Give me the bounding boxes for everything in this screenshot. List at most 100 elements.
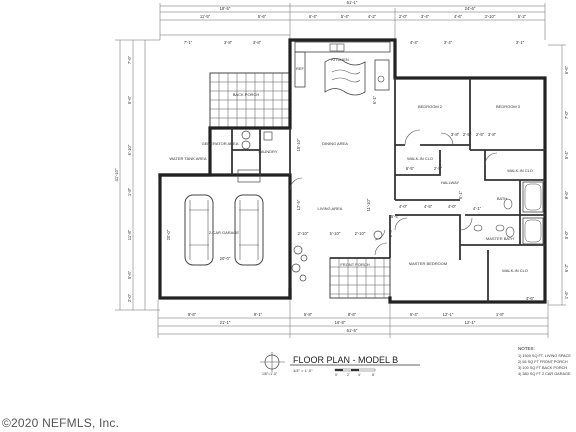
garage-cars xyxy=(184,194,264,266)
scale-label-3: 8' xyxy=(372,373,375,377)
dim-top-row-0: 11'-5" xyxy=(200,14,211,19)
dim-bottom2-2: 12'-1" xyxy=(465,320,476,325)
dim-bottom1-4: 5'-4" xyxy=(410,312,419,317)
room-walkin-a: WALK-IN CLO xyxy=(407,156,433,161)
dim-bottom2-1: 16'-8" xyxy=(335,320,346,325)
left-dimension-lines xyxy=(115,39,160,311)
dim-top-row-8: 3'-10" xyxy=(485,14,496,19)
dim-top-row-1: 5'-6" xyxy=(258,14,267,19)
dim-top-row-4: 4'-2" xyxy=(368,14,377,19)
scale-bar-labels: 0' 2' 4' 8' xyxy=(335,373,375,377)
dim-sub-row-1: 3'-8" xyxy=(224,40,233,45)
dim-right-seg-0: 6'-6" xyxy=(564,65,569,74)
dim-garage-1: 20'-0" xyxy=(166,229,171,240)
room-garage: 2-CAR GARAGE xyxy=(209,230,240,235)
front-porch-tile xyxy=(329,257,391,299)
dim-living-4: 2'-10" xyxy=(355,231,366,236)
dim-top-right: 24'-6" xyxy=(465,6,476,11)
plan-scale: 1/4" = 1'-0" xyxy=(293,368,313,373)
dim-top-row-5: 2'-0" xyxy=(399,14,408,19)
dim-left-seg-5: 5'-6" xyxy=(127,270,132,279)
room-walkin-c: WALK-IN CLO xyxy=(502,268,528,273)
scale-label-2: 4' xyxy=(358,373,361,377)
notes-block: NOTES: 1) 1500 SQ FT. LIVING SPACE 2) 56… xyxy=(518,346,571,376)
dim-bottom1-5: 12'-1" xyxy=(443,312,454,317)
room-front-porch: FRONT PORCH xyxy=(340,262,369,267)
dim-top-row-9: 5'-2" xyxy=(518,14,527,19)
dim-top-row-2: 6'-4" xyxy=(309,14,318,19)
bath-fixtures xyxy=(473,181,544,245)
dim-garage-0: 20'-0" xyxy=(220,256,231,261)
right-dimension-lines xyxy=(548,44,566,306)
dim-bottom1-3: 8'-6" xyxy=(348,312,357,317)
room-hallway: HALLWAY xyxy=(441,180,460,185)
dim-misc: 2'-6" 5'-4" 6'-1" 4'-1" 4'-6" xyxy=(388,190,535,301)
room-living: LIVING AREA xyxy=(318,206,343,211)
dim-bedroom: 3'-8" 2'-5" 2'-5" 3'-8" xyxy=(451,132,497,137)
label-ref: REF xyxy=(296,66,305,71)
dim-bottom1-2: 5'-8" xyxy=(304,312,313,317)
bottom-dimension-lines xyxy=(157,300,549,338)
dim-closet-1: 2'-5" xyxy=(434,166,443,171)
laundry-fixtures xyxy=(237,130,273,183)
dim-top-row-7: 4'-6" xyxy=(454,14,463,19)
dim-left-seg-6: 2'-0" xyxy=(127,293,132,302)
dim-misc-0: 2'-6" xyxy=(388,228,393,237)
title-block xyxy=(260,352,420,372)
dim-bedroom-3: 3'-8" xyxy=(488,132,497,137)
dim-misc-4: 4'-6" xyxy=(526,296,535,301)
top-dimension-lines xyxy=(159,3,546,40)
scale-label-1: 2' xyxy=(347,373,350,377)
dim-bottom-overall: 61'-5" xyxy=(347,328,358,333)
dim-right-seg-2: 5'-4" xyxy=(564,150,569,159)
dim-hall-2: 4'-0" xyxy=(448,204,457,209)
note-line-2: 2) 56 SQ FT FRONT PORCH xyxy=(518,360,568,364)
dim-sub-row-0: 7'-1" xyxy=(184,40,193,45)
dim-bottom1-0: 9'-6" xyxy=(188,312,197,317)
room-back-porch: BACK PORCH xyxy=(233,92,260,97)
kitchen-fixtures xyxy=(294,41,391,96)
dim-right-seg-6: 1'-6" xyxy=(564,290,569,299)
dim-hall-0: 4'-0" xyxy=(399,204,408,209)
dim-bottom2-0: 21'-1" xyxy=(220,320,231,325)
dim-sub-row: 7'-1" 3'-8" 3'-8" 4'-4" 3'-4" 3'-1" xyxy=(184,40,525,45)
dim-left-seg-4: 11'-8" xyxy=(127,229,132,240)
plan-scale-alt: 1/8"=1'-0" xyxy=(262,372,278,376)
dim-bottom1-1: 9'-1" xyxy=(254,312,263,317)
dim-kitchen: 6'-1" xyxy=(372,95,377,104)
dim-closet: 6'-5" 2'-5" xyxy=(406,166,443,171)
dim-top-left: 18'-5" xyxy=(220,6,231,11)
garage-wall xyxy=(158,173,292,300)
dim-sub-row-2: 3'-8" xyxy=(253,40,262,45)
dim-sub-row-5: 3'-1" xyxy=(516,40,525,45)
entry-plants xyxy=(291,230,383,282)
dim-left-segments: 7'-6" 5'-6" 6'-10" 1'-8" 11'-8" 5'-6" 2'… xyxy=(127,55,132,302)
note-line-4: 4) 380 SQ FT 2 CAR GARAGE xyxy=(518,372,571,376)
dim-misc-2: 6'-1" xyxy=(458,190,463,199)
dim-left-overall: 41'-10" xyxy=(114,168,119,182)
dim-misc-1: 5'-4" xyxy=(391,214,400,219)
dim-hall: 4'-0" 4'-5" 4'-0" xyxy=(399,204,457,209)
dim-bottom-row2: 21'-1" 16'-8" 12'-1" xyxy=(220,320,476,325)
scale-label-0: 0' xyxy=(335,373,338,377)
dim-misc-3: 4'-1" xyxy=(473,206,482,211)
dim-left-seg-2: 6'-10" xyxy=(127,144,132,155)
dim-bedroom-0: 3'-8" xyxy=(451,132,460,137)
dim-top-row-6: 3'-4" xyxy=(421,14,430,19)
dim-hall-1: 4'-5" xyxy=(424,204,433,209)
dim-left-seg-1: 5'-6" xyxy=(127,95,132,104)
note-line-3: 3) 100 SQ FT BACK PORCH xyxy=(518,366,567,370)
dim-sub-row-4: 3'-4" xyxy=(444,40,453,45)
dim-bottom1-6: 1'-8" xyxy=(496,312,505,317)
dim-top-overall: 61'-1" xyxy=(347,0,358,5)
dim-left-seg-3: 1'-8" xyxy=(127,187,132,196)
dim-living-1: 11'-10" xyxy=(366,198,371,211)
room-master-bath: MASTER BATH xyxy=(486,236,514,241)
scale-bar xyxy=(334,368,376,372)
dim-top-row: 11'-5" 5'-6" 6'-4" 5'-4" 4'-2" 2'-0" 3'-… xyxy=(200,14,527,19)
dim-right-seg-4: 5'-0" xyxy=(564,230,569,239)
plan-title: FLOOR PLAN - MODEL B xyxy=(293,355,398,365)
dim-living: 12'-5" 11'-10" 2'-10" 5'-10" 2'-10" xyxy=(296,198,371,236)
room-bedroom-3: BEDROOM 3 xyxy=(496,104,521,109)
